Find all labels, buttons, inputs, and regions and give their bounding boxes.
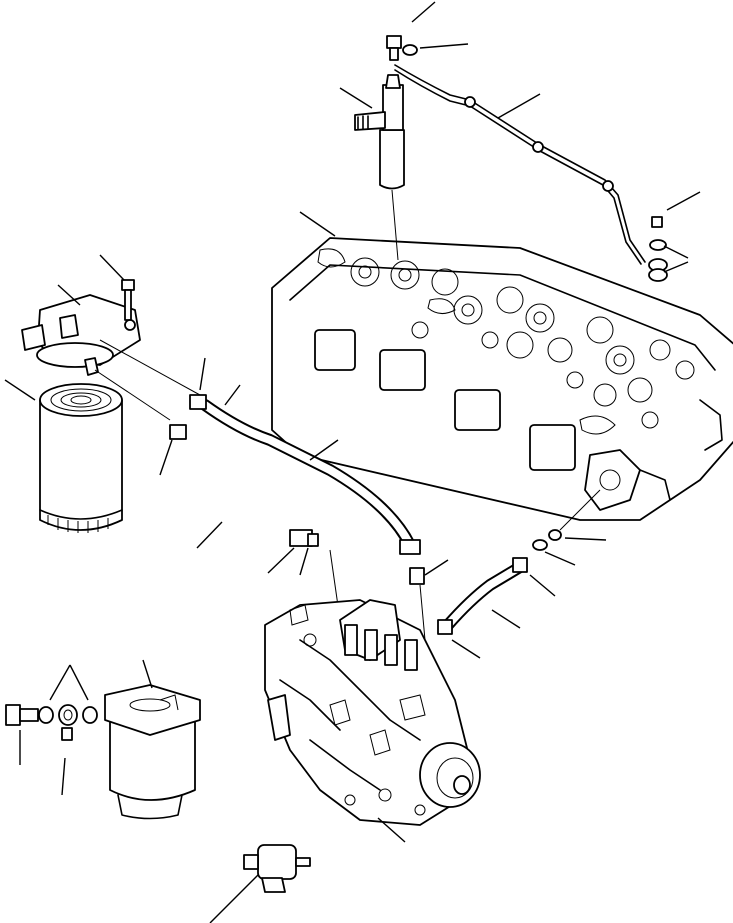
leader-lines bbox=[4, 1, 701, 923]
fuel-injector bbox=[354, 74, 405, 261]
fuel-filter-head bbox=[21, 279, 141, 376]
leak-off-bolt bbox=[386, 35, 418, 61]
fuel-solenoid bbox=[243, 844, 311, 893]
water-separator bbox=[104, 684, 201, 820]
injector-leak-off-pipe bbox=[394, 64, 668, 282]
fuel-hose-filter-to-pump bbox=[169, 424, 319, 547]
cylinder-head bbox=[271, 237, 733, 521]
fuel-filter-cartridge bbox=[39, 383, 123, 533]
fuel-injection-pump bbox=[264, 599, 481, 826]
banjo-bolt bbox=[5, 704, 98, 741]
fuel-hose-pump-to-filter bbox=[189, 394, 425, 585]
return-hose bbox=[437, 529, 562, 635]
